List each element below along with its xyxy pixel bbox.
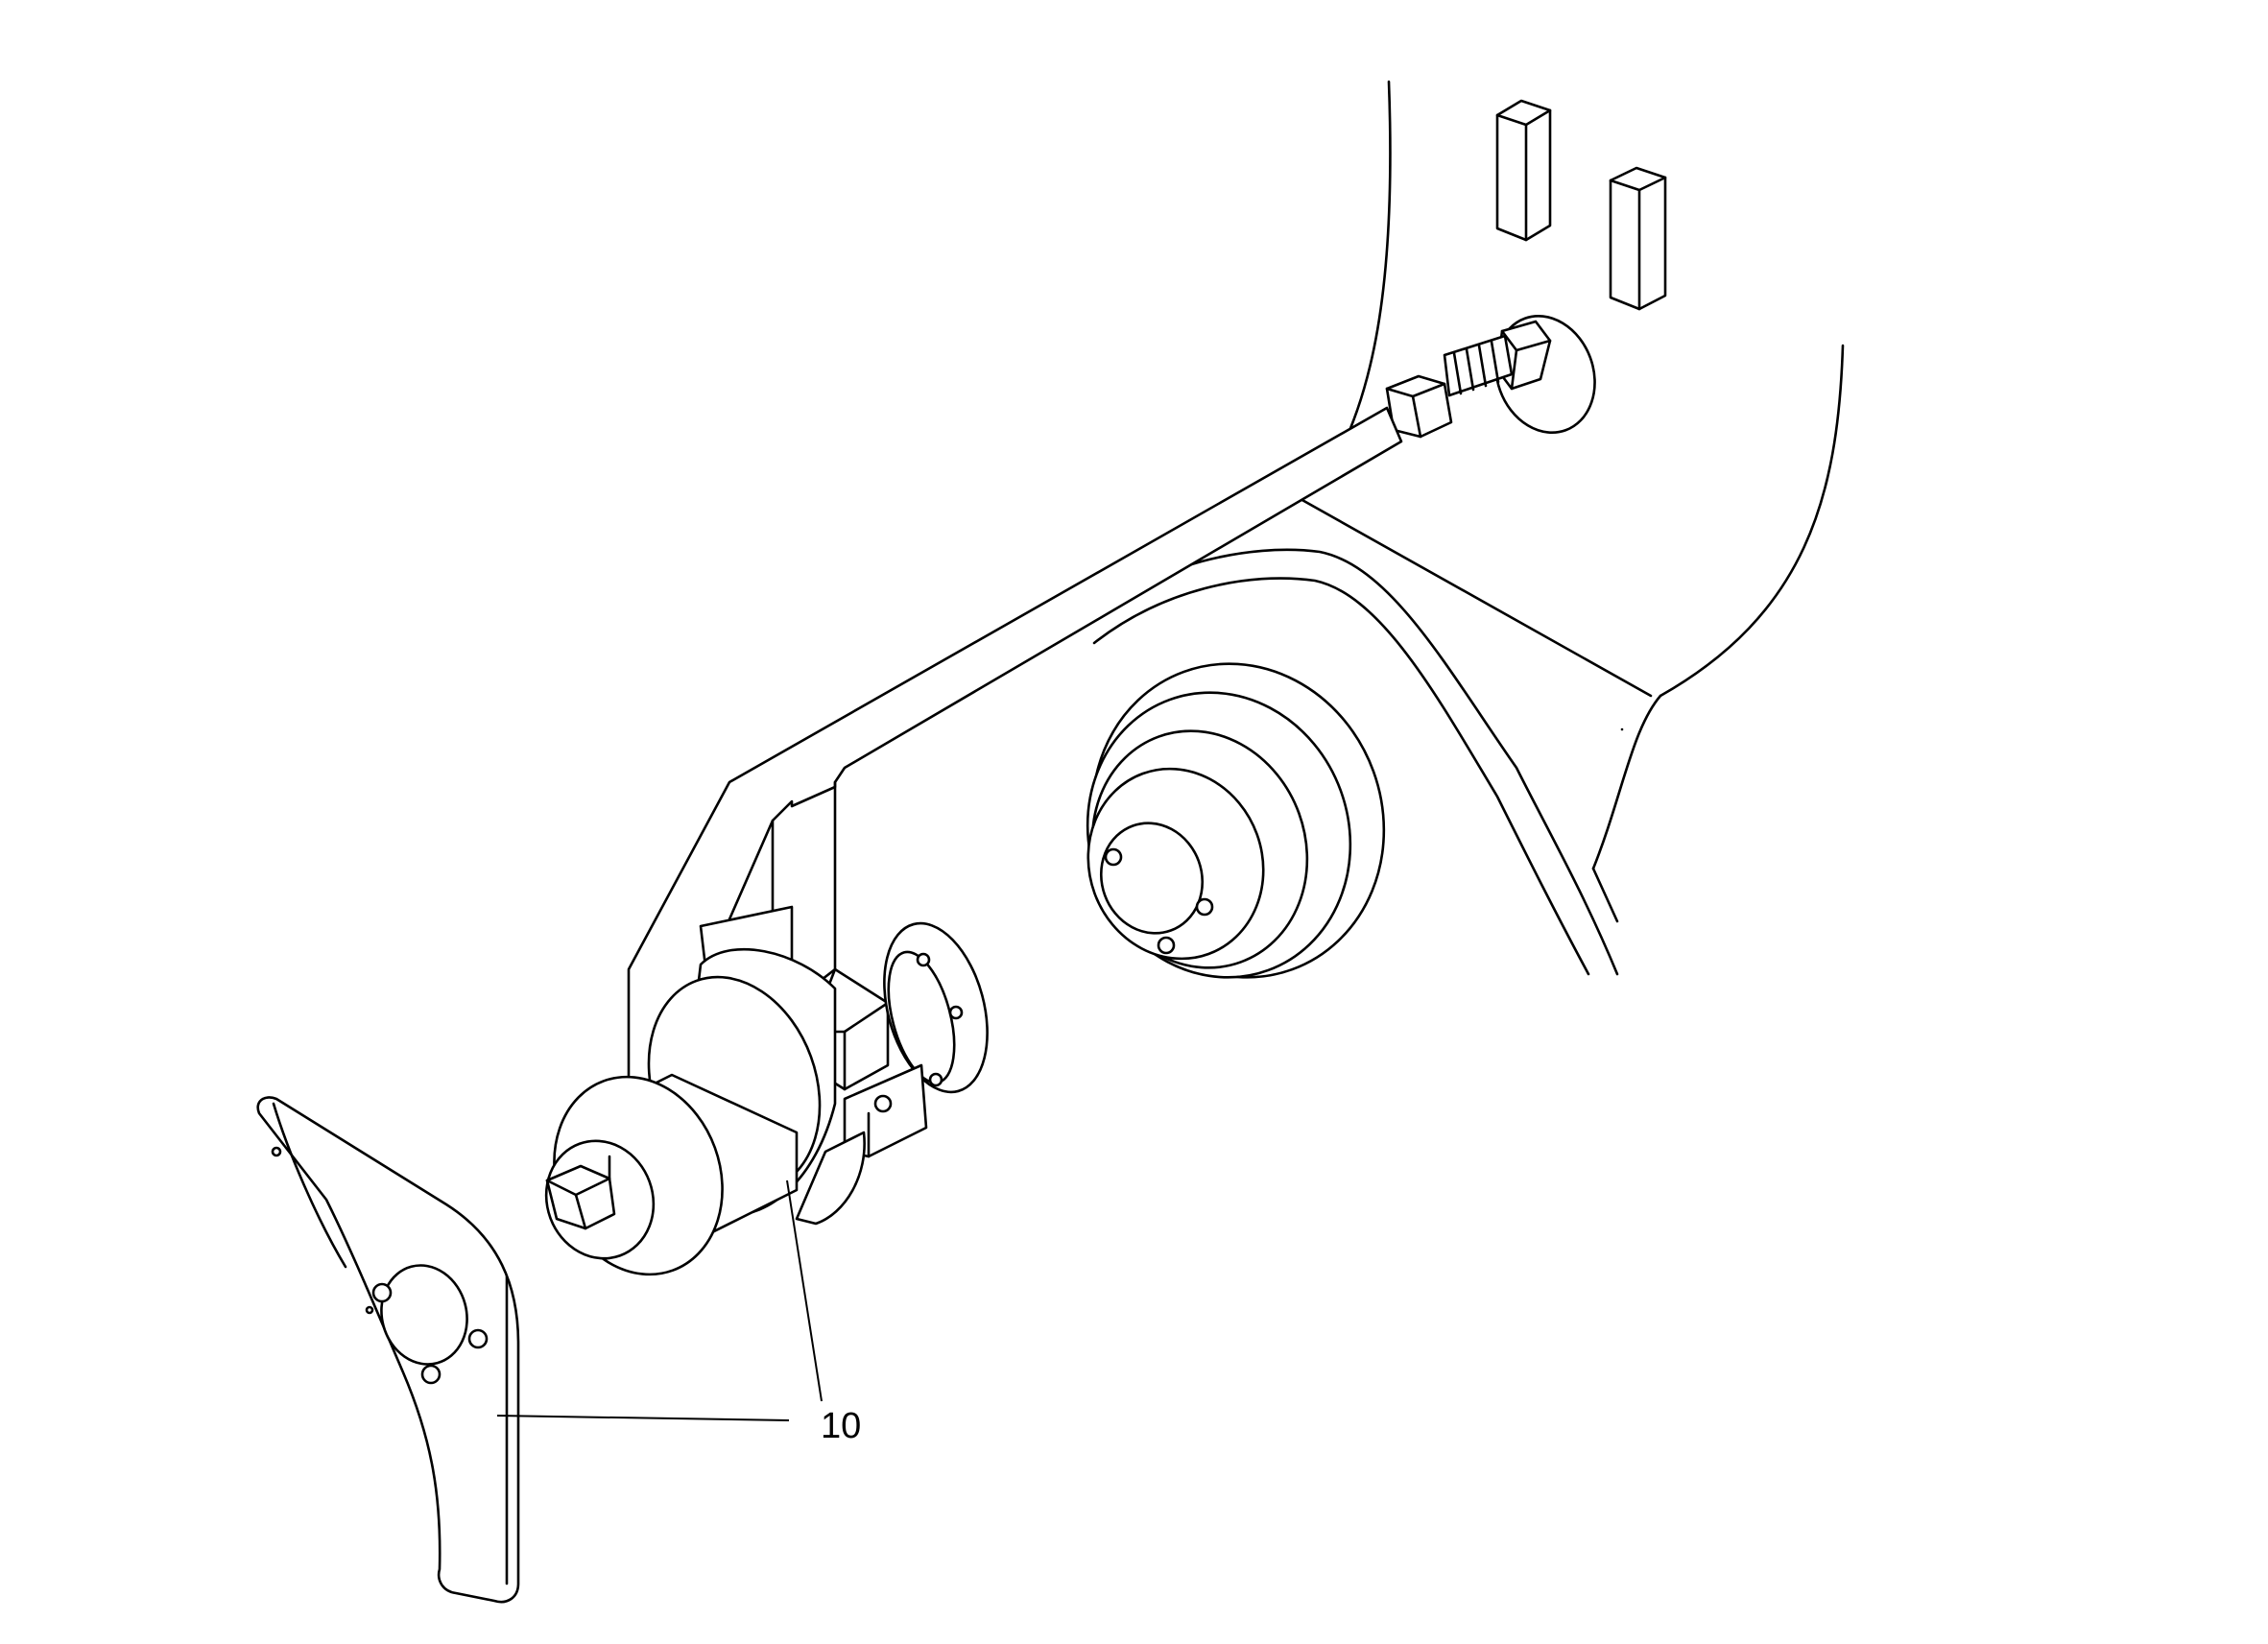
adjusting-rod [627, 406, 1403, 1101]
pulley [1086, 662, 1386, 979]
mounting-plate [256, 1096, 520, 1604]
adjustment-bolt [1385, 314, 1596, 439]
callout-10-leaders [496, 1179, 823, 1421]
guide-block-right [1609, 166, 1667, 311]
housing-outline [1299, 80, 1845, 870]
cylinder-hub [544, 947, 837, 1276]
guide-block-left [1495, 99, 1552, 242]
callout-10-label: 10 [821, 1406, 861, 1446]
